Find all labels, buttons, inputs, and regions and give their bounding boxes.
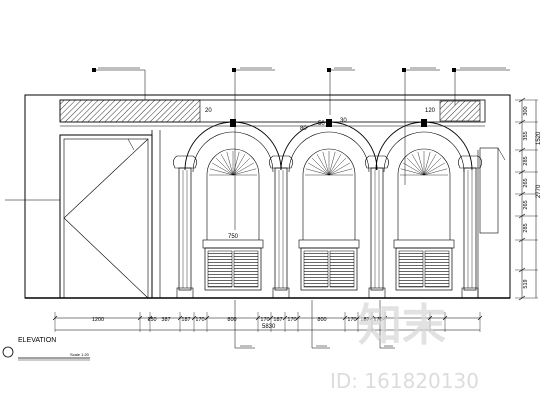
bottom-dimension-label: 1200 [92,317,104,323]
right-dimension-label: 519 [523,279,529,288]
bottom-dimension-label: 187 [181,317,190,323]
bottom-dimension-label: 187 [360,317,369,323]
bottom-dimension-label: 170 [287,317,296,323]
bottom-total-dimension: 5830 [262,324,276,330]
bottom-dimension-label: 187 [273,317,282,323]
bottom-dimension-chain: 1200 150 387 187 170 800 170 187 170 800 170 187 170 [52,312,483,332]
right-dimension-label: 285 [523,156,529,165]
bottom-dimension-label: 170 [373,317,382,323]
right-dimension-label: 300 [523,106,529,115]
right-dimension-label: 355 [523,131,529,140]
cornice-hatch-left [59,99,201,123]
label-120: 120 [425,108,436,114]
watermark-brand: 知末 [358,300,446,351]
cornice-box-right [439,100,481,122]
cabinet-height-label: 750 [228,234,239,240]
elevation-scale: Scale 1:20 [70,352,90,357]
bottom-dimension-label: 170 [347,317,356,323]
label-20: 20 [205,108,212,114]
right-dimension-label: 265 [523,178,529,187]
arch-bay [375,119,473,291]
bottom-dimension-label: 170 [195,317,204,323]
bottom-dimension-label: 387 [161,317,170,323]
left-door-panel [59,134,153,299]
label-30: 30 [340,118,347,124]
arch-bays [173,119,482,299]
bottom-dimension-label: 170 [260,317,269,323]
right-side-panel [477,147,506,298]
label-50: 50 [318,121,325,127]
arch-bay [280,119,378,291]
column [173,155,197,299]
leader-lines [5,69,510,349]
label-80: 80 [300,126,307,132]
right-overall-1520: 1520 [536,131,542,145]
elevation-title-block: ELEVATION Scale 1:20 [2,337,90,361]
watermark-id: ID: 161820130 [330,369,479,393]
leader-note-marks [98,67,506,347]
column [269,155,293,299]
right-dimension-chain: 300 355 285 265 265 285 519 [515,97,538,301]
arch-bay [184,119,282,291]
right-dimension-label: 285 [523,223,529,232]
bottom-dimension-label: 150 [147,317,156,323]
right-dimension-label: 265 [523,200,529,209]
elevation-title: ELEVATION [18,337,56,344]
column [365,155,389,299]
right-overall-2770: 2770 [536,184,542,198]
bottom-dimension-label: 800 [317,317,326,323]
bottom-dimension-label: 800 [227,317,236,323]
